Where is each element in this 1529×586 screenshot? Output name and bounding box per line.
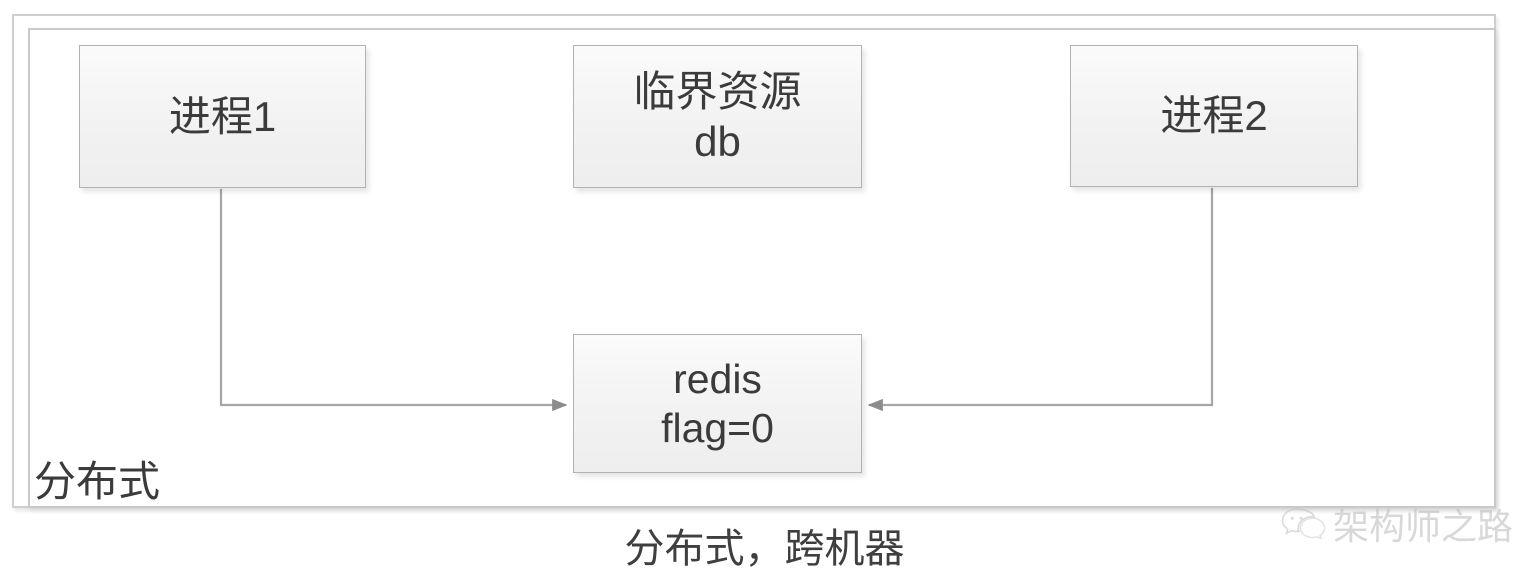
node-redis-label-line-2: flag=0 [661,404,774,451]
node-critical-resource[interactable]: 临界资源 db [573,45,862,188]
node-process-1[interactable]: 进程1 [79,45,366,188]
node-critical-resource-label-line-2: db [694,117,741,165]
node-critical-resource-label-line-1: 临界资源 [633,67,802,115]
node-redis[interactable]: redis flag=0 [573,334,862,473]
node-process-2[interactable]: 进程2 [1070,45,1358,187]
diagram-caption: 分布式，跨机器 [624,527,905,571]
node-redis-label-line-1: redis [673,356,762,403]
wechat-icon [1281,505,1326,544]
node-process-1-label-line-1: 进程1 [168,92,277,140]
watermark: 架构师之路 [1281,498,1513,550]
distributed-boundary-label: 分布式 [34,458,161,505]
watermark-text: 架构师之路 [1332,507,1513,547]
node-process-2-label-line-1: 进程2 [1160,92,1268,140]
